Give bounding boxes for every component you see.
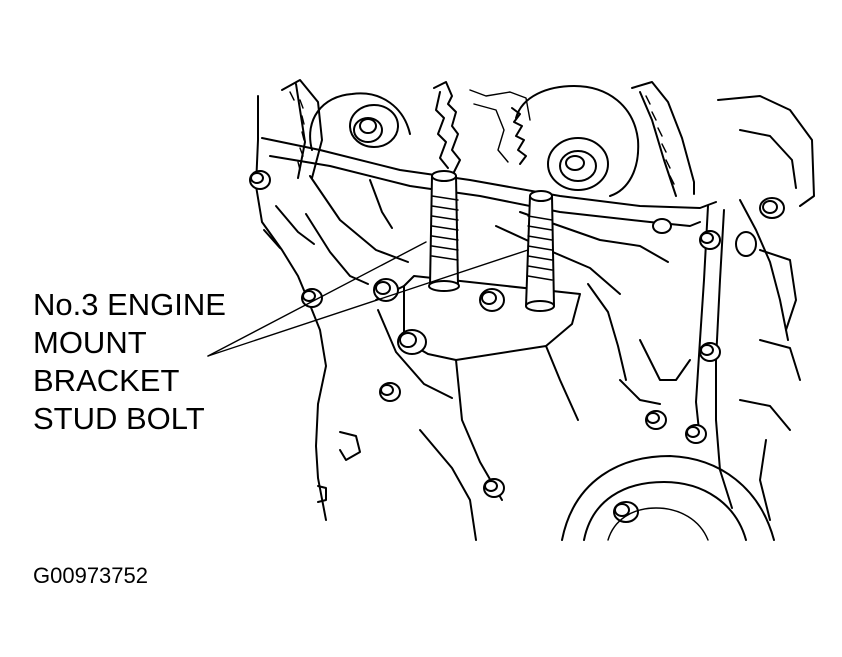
cover-bolts: [249, 170, 785, 523]
callout-leader-lines: [207, 241, 529, 357]
camshaft-sprocket-right: [511, 85, 640, 197]
left-lower-details: [317, 429, 477, 541]
callout-line-2: MOUNT: [33, 325, 147, 360]
crankshaft-pulley: [561, 455, 775, 541]
timing-chain-right: [631, 81, 695, 197]
callout-line-1: No.3 ENGINE: [33, 287, 226, 322]
camshaft-sprocket-left: [309, 92, 411, 151]
stud-bolt-right: [525, 190, 555, 312]
stud-bolt-left: [428, 170, 460, 292]
stud-bolt-callout: No.3 ENGINE MOUNT BRACKET STUD BOLT: [33, 286, 226, 438]
figure-id: G00973752: [33, 563, 148, 588]
timing-cover: [255, 95, 789, 521]
right-side-details: [619, 95, 815, 521]
callout-line-3: BRACKET: [33, 363, 180, 398]
chain-guide-center: [433, 81, 531, 179]
timing-chain-left: [281, 79, 323, 179]
callout-line-4: STUD BOLT: [33, 401, 205, 436]
